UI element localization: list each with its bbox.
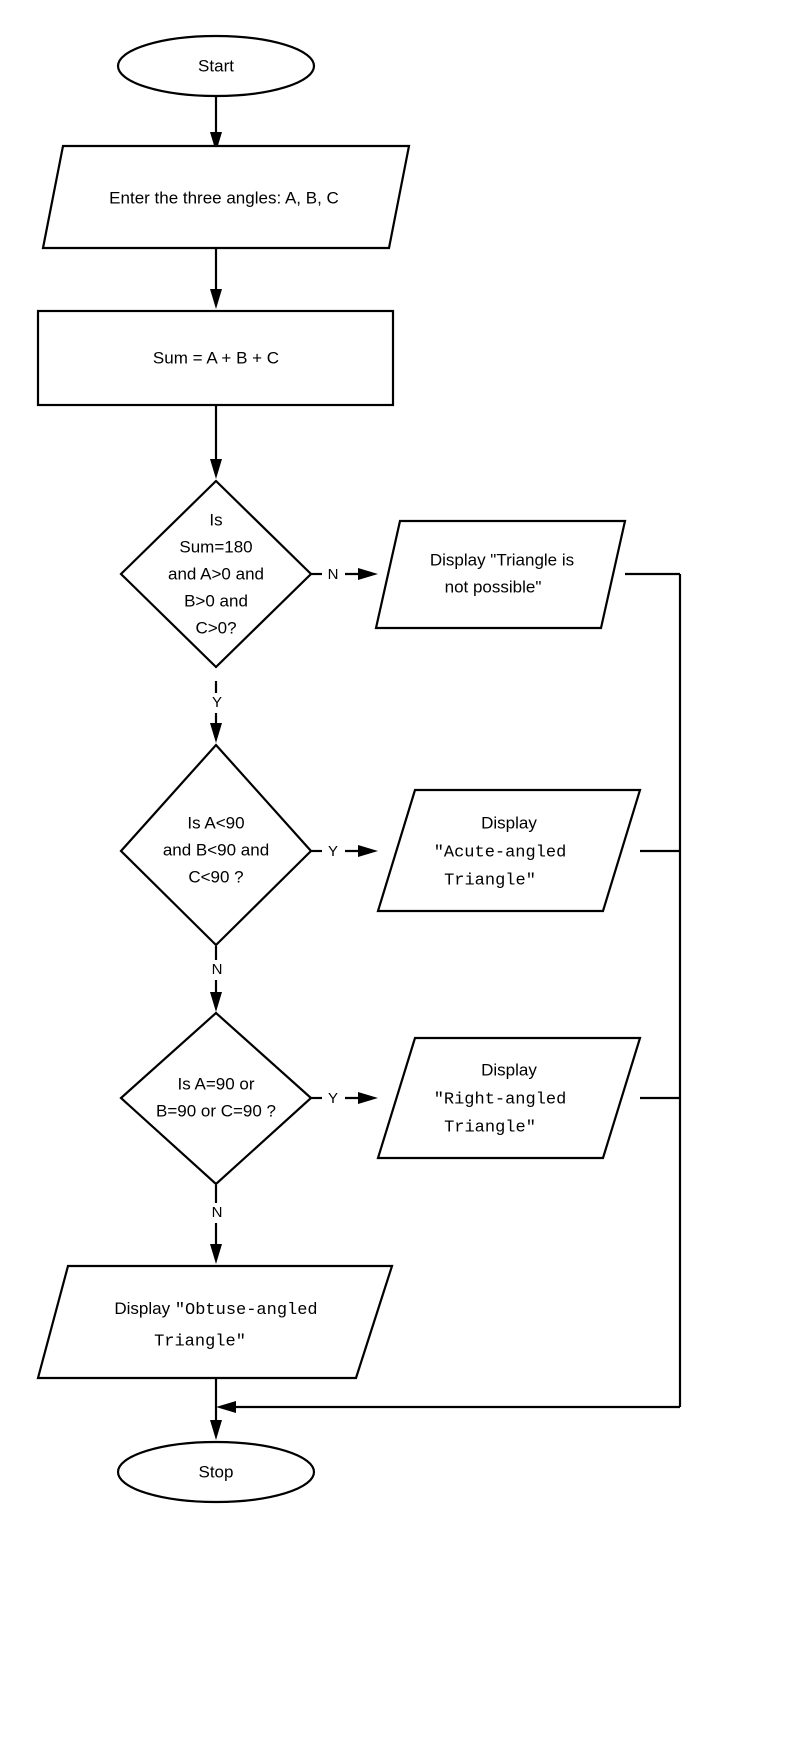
node-start[interactable]: Start <box>116 34 316 98</box>
edge-label-right-no: N <box>212 1204 223 1221</box>
node-decision-valid-label: Is <box>209 510 222 529</box>
edge-acute-no-to-decision-right: N <box>210 946 222 1012</box>
node-decision-acute-label-2: and B<90 and <box>163 840 269 859</box>
node-output-not-possible-label: Display "Triangle is <box>430 550 574 569</box>
edge-merge-bus-to-stop <box>216 572 682 1413</box>
edge-label-acute-no: N <box>212 961 223 978</box>
edge-sum-to-decision-valid <box>210 405 222 479</box>
node-output-not-possible-label-2: not possible" <box>445 577 542 596</box>
node-output-obtuse-label-2: Triangle" <box>154 1332 246 1351</box>
node-output-obtuse[interactable]: Display "Obtuse-angled Triangle" <box>36 1264 394 1380</box>
node-output-acute-label-3: Triangle" <box>444 871 536 890</box>
edge-label-valid-no: N <box>328 566 339 583</box>
edge-obtuse-to-stop <box>210 1378 222 1440</box>
node-output-acute-label: Display <box>481 813 537 832</box>
node-decision-right-label-2: B=90 or C=90 ? <box>156 1101 276 1120</box>
edge-valid-no-to-not-possible: N <box>310 566 378 583</box>
node-decision-right-label: Is A=90 or <box>177 1074 254 1093</box>
node-output-obtuse-label-plain: Display <box>114 1299 174 1318</box>
node-output-obtuse-label: Display "Obtuse-angled <box>114 1299 317 1320</box>
edge-input-to-sum <box>210 248 222 309</box>
node-decision-valid-label-2: Sum=180 <box>179 537 252 556</box>
node-output-right[interactable]: Display "Right-angled Triangle" <box>376 1036 642 1160</box>
node-decision-right[interactable]: Is A=90 or B=90 or C=90 ? <box>119 1011 313 1186</box>
edge-acute-yes-to-output-acute: Y <box>310 843 378 860</box>
edge-label-valid-yes: Y <box>212 694 222 711</box>
edge-start-to-input <box>210 95 222 152</box>
node-output-right-label-3: Triangle" <box>444 1118 536 1137</box>
node-compute-sum-label: Sum = A + B + C <box>153 348 279 367</box>
node-input-angles[interactable]: Enter the three angles: A, B, C <box>41 144 411 250</box>
node-stop[interactable]: Stop <box>116 1440 316 1504</box>
edge-label-right-yes: Y <box>328 1090 338 1107</box>
node-decision-acute-label-3: C<90 ? <box>188 867 243 886</box>
node-decision-valid[interactable]: Is Sum=180 and A>0 and B>0 and C>0? <box>119 479 313 669</box>
node-decision-valid-label-5: C>0? <box>195 618 236 637</box>
node-output-right-label: Display <box>481 1060 537 1079</box>
node-output-obtuse-label-mono: "Obtuse-angled <box>175 1301 318 1320</box>
edge-right-no-to-output-obtuse: N <box>210 1185 222 1264</box>
edge-valid-yes-to-decision-acute: Y <box>210 681 222 743</box>
node-output-acute-label-2: "Acute-angled <box>434 843 567 862</box>
node-decision-acute[interactable]: Is A<90 and B<90 and C<90 ? <box>119 743 313 947</box>
edge-label-acute-yes: Y <box>328 843 338 860</box>
node-decision-valid-label-3: and A>0 and <box>168 564 264 583</box>
node-output-acute[interactable]: Display "Acute-angled Triangle" <box>376 788 642 913</box>
node-decision-acute-label: Is A<90 <box>187 813 244 832</box>
node-output-not-possible[interactable]: Display "Triangle is not possible" <box>374 519 627 630</box>
node-stop-label: Stop <box>199 1462 234 1481</box>
node-decision-valid-label-4: B>0 and <box>184 591 248 610</box>
edge-right-yes-to-output-right: Y <box>310 1090 378 1107</box>
node-output-right-label-2: "Right-angled <box>434 1090 567 1109</box>
node-compute-sum[interactable]: Sum = A + B + C <box>36 309 395 407</box>
node-start-label: Start <box>198 56 234 75</box>
node-input-angles-label: Enter the three angles: A, B, C <box>109 188 339 207</box>
